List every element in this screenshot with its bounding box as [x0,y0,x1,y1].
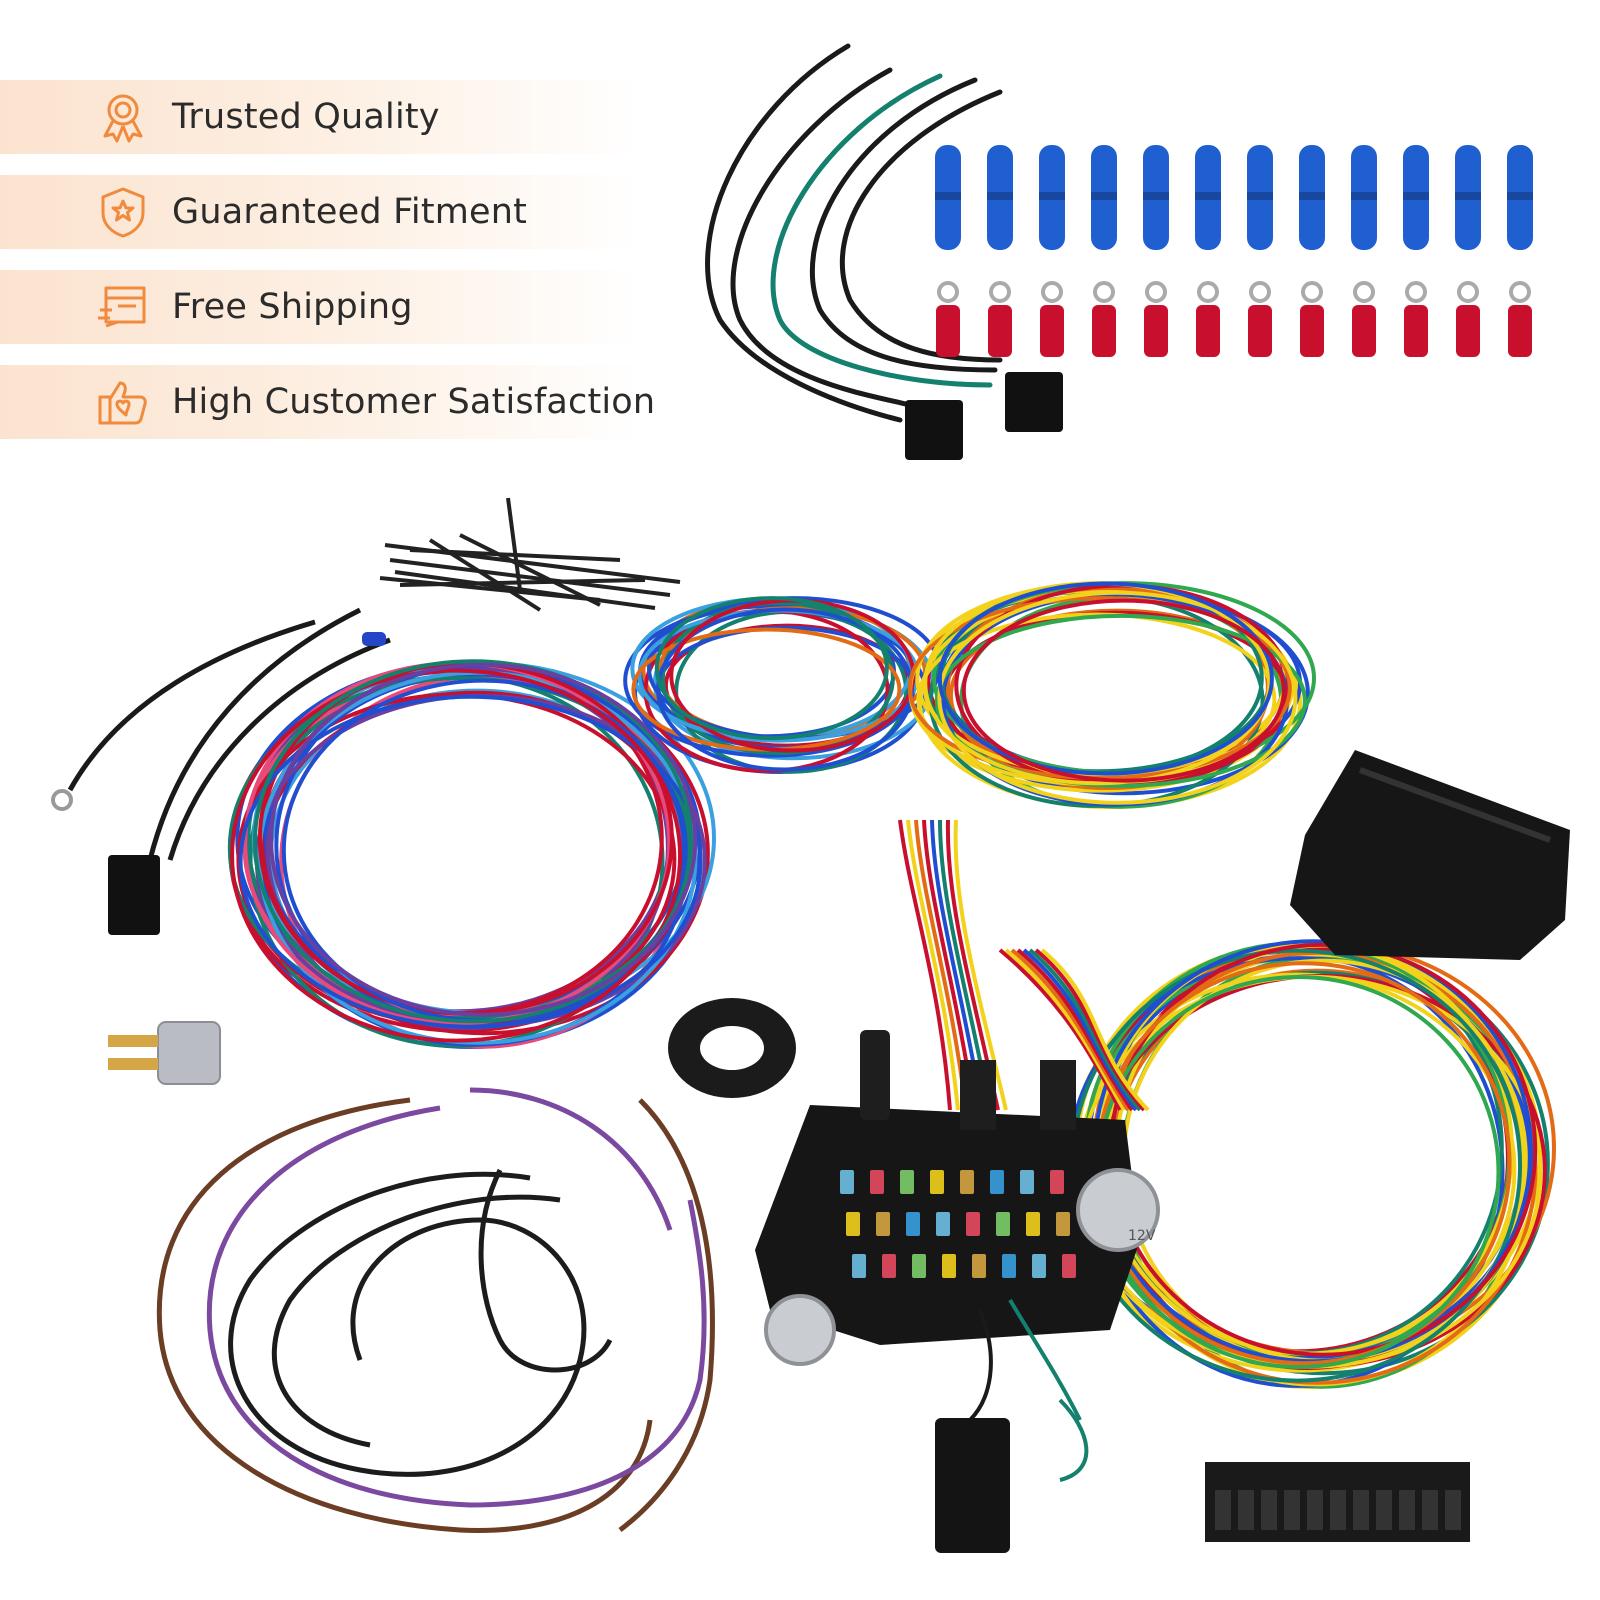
ground-wires [67,607,391,861]
relay-connector [1005,372,1063,432]
feature-badges: Trusted Quality Guaranteed Fitment Free … [0,80,660,460]
relay-connector [905,400,963,460]
ring-terminals [936,281,1532,357]
fuse-box: 12V [755,1030,1160,1366]
badge-trusted-quality: Trusted Quality [0,80,660,154]
badge-label: Guaranteed Fitment [172,192,528,232]
badge-label: High Customer Satisfaction [172,382,656,422]
badge-high-customer-satisfaction: High Customer Satisfaction [0,365,660,439]
badge-free-shipping: Free Shipping [0,270,660,344]
butt-connectors [935,145,1533,250]
badge-label: Trusted Quality [172,97,440,137]
delivery-box-icon [94,278,152,336]
fuse-box-voltage-label: 12V [1128,1228,1156,1244]
terminal-block-connector [1205,1462,1470,1542]
award-ribbon-icon [94,88,152,146]
flasher-unit [108,1021,221,1085]
pigtail-connector [935,1418,1010,1553]
rubber-grommet [668,998,796,1098]
shield-star-icon [94,183,152,241]
ground-connector [108,855,160,935]
fuse-box-pigtail [968,1298,1089,1482]
cable-ties [379,497,681,612]
relay-pigtail-wires [705,43,1003,423]
badge-guaranteed-fitment: Guaranteed Fitment [0,175,660,249]
long-wires [156,1087,715,1533]
bulkhead-connector [1290,750,1570,960]
thumbs-up-heart-icon [94,373,152,431]
badge-label: Free Shipping [172,287,413,327]
